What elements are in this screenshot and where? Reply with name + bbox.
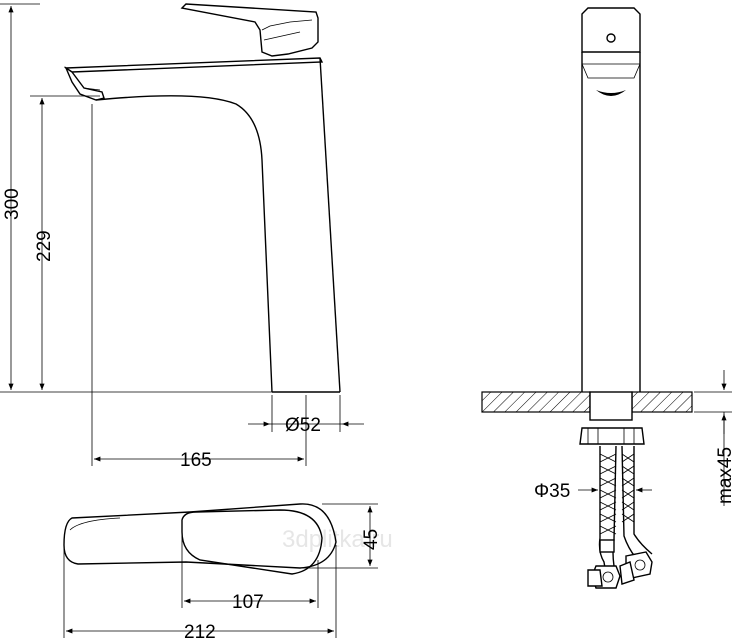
hose-fitting-right [619,551,653,585]
lever-handle [180,3,319,57]
dim-lever-length: 107 [232,592,264,613]
aerator [64,66,105,101]
dim-total-height: 300 [2,188,23,220]
dim-base-diameter: Ø52 [285,415,321,436]
side-view: 300 229 Ø52 165 [0,3,364,471]
dim-spout-height: 229 [34,230,55,262]
lever-screw [606,33,616,43]
front-lever [581,7,641,53]
mounting-nut [579,427,645,445]
front-body [581,52,641,392]
dim-spout-reach: 165 [180,450,212,471]
dim-total-length: 212 [184,622,216,640]
dim-hose-diameter: Φ35 [534,481,570,502]
front-aerator [596,90,626,96]
top-view: 45 107 212 [63,503,382,640]
dim-max-counter-thickness: max45 [715,447,736,504]
hose-fitting-left [587,539,621,589]
countertop-left [481,391,591,413]
top-view-lever [181,509,323,575]
watermark-text: 3dplitka.ru [282,526,393,553]
front-view: Φ35 max45 [481,7,736,589]
spout-top [63,57,324,73]
countertop-right [631,391,693,413]
dim-lever-height: 45 [361,529,382,550]
faucet-body [95,95,273,393]
